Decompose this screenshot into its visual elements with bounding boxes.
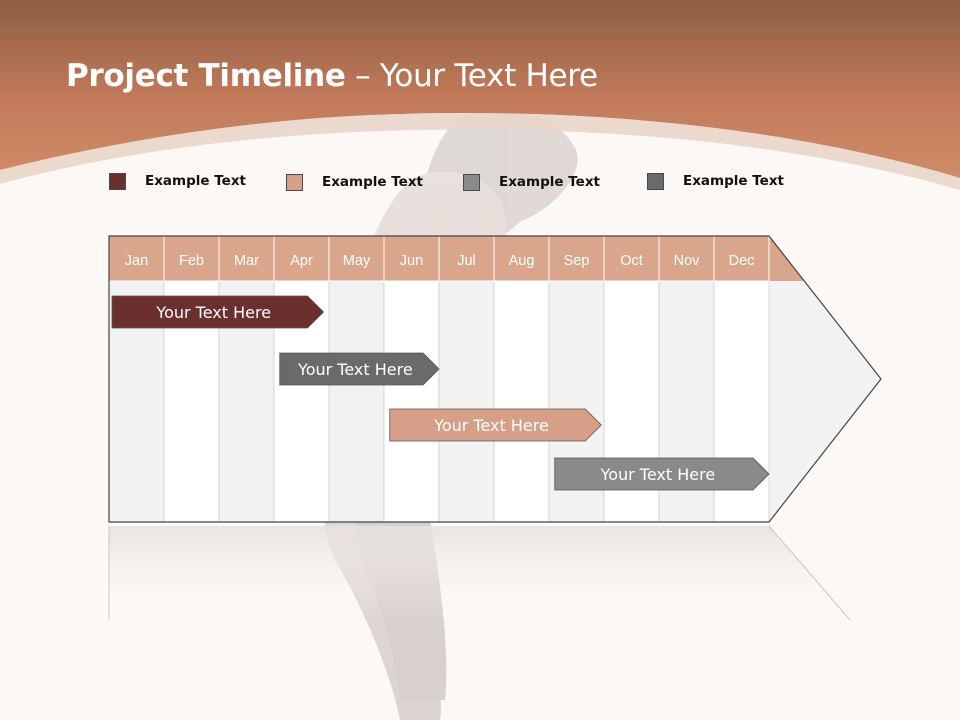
page-title: Project Timeline – Your Text Here xyxy=(66,58,598,94)
month-label: Apr xyxy=(290,253,313,269)
month-label: Jun xyxy=(400,253,423,269)
month-column xyxy=(438,280,495,523)
month-header-cell xyxy=(163,235,220,282)
reflection-edge-diagonal xyxy=(768,525,851,621)
legend-item-1: Example Text xyxy=(109,171,246,191)
month-label: Mar xyxy=(234,253,259,269)
page-title-rest: – Your Text Here xyxy=(345,58,598,94)
task-bar-label: Your Text Here xyxy=(600,465,716,484)
legend-swatch-4 xyxy=(647,172,664,190)
month-label: Oct xyxy=(620,253,643,269)
legend-label-1: Example Text xyxy=(145,173,246,189)
legend-swatch-3 xyxy=(463,173,480,191)
month-column xyxy=(328,280,385,523)
page-title-bold: Project Timeline xyxy=(66,58,346,94)
task-bar xyxy=(111,295,325,329)
month-header-cell xyxy=(218,235,275,282)
task-bar xyxy=(279,352,440,386)
legend-item-4: Example Text xyxy=(647,171,784,191)
month-label: Jan xyxy=(125,253,148,269)
legend-swatch-1 xyxy=(109,172,126,190)
month-label: Sep xyxy=(564,253,590,269)
legend-item-2: Example Text xyxy=(286,172,423,192)
task-bar-label: Your Text Here xyxy=(155,303,271,322)
month-header-cell xyxy=(273,235,330,282)
task-bar xyxy=(554,457,770,491)
month-column xyxy=(383,280,440,523)
month-label: May xyxy=(343,253,371,269)
task-bar-label: Your Text Here xyxy=(433,416,549,435)
header-band xyxy=(0,0,960,178)
task-bar xyxy=(389,408,602,442)
timeline-outline xyxy=(108,235,882,523)
month-column xyxy=(493,280,550,523)
month-header-cell xyxy=(658,235,715,282)
timeline-reflection xyxy=(109,526,850,620)
legend-label-2: Example Text xyxy=(322,174,423,190)
month-label: Aug xyxy=(509,253,535,269)
legend-label-3: Example Text xyxy=(499,174,600,190)
legend-swatch-2 xyxy=(286,173,303,191)
month-header-cell xyxy=(328,235,385,282)
month-label: Feb xyxy=(179,253,204,269)
month-header-cell xyxy=(548,235,605,282)
month-label: Jul xyxy=(457,253,476,269)
task-bar-label: Your Text Here xyxy=(297,360,413,379)
month-label: Dec xyxy=(729,253,755,269)
month-header-cell xyxy=(383,235,440,282)
month-label: Nov xyxy=(674,253,701,269)
legend-item-3: Example Text xyxy=(463,172,600,192)
legend-label-4: Example Text xyxy=(683,173,784,189)
timeline-arrow-tip xyxy=(769,236,881,522)
month-header-cell xyxy=(603,235,660,282)
